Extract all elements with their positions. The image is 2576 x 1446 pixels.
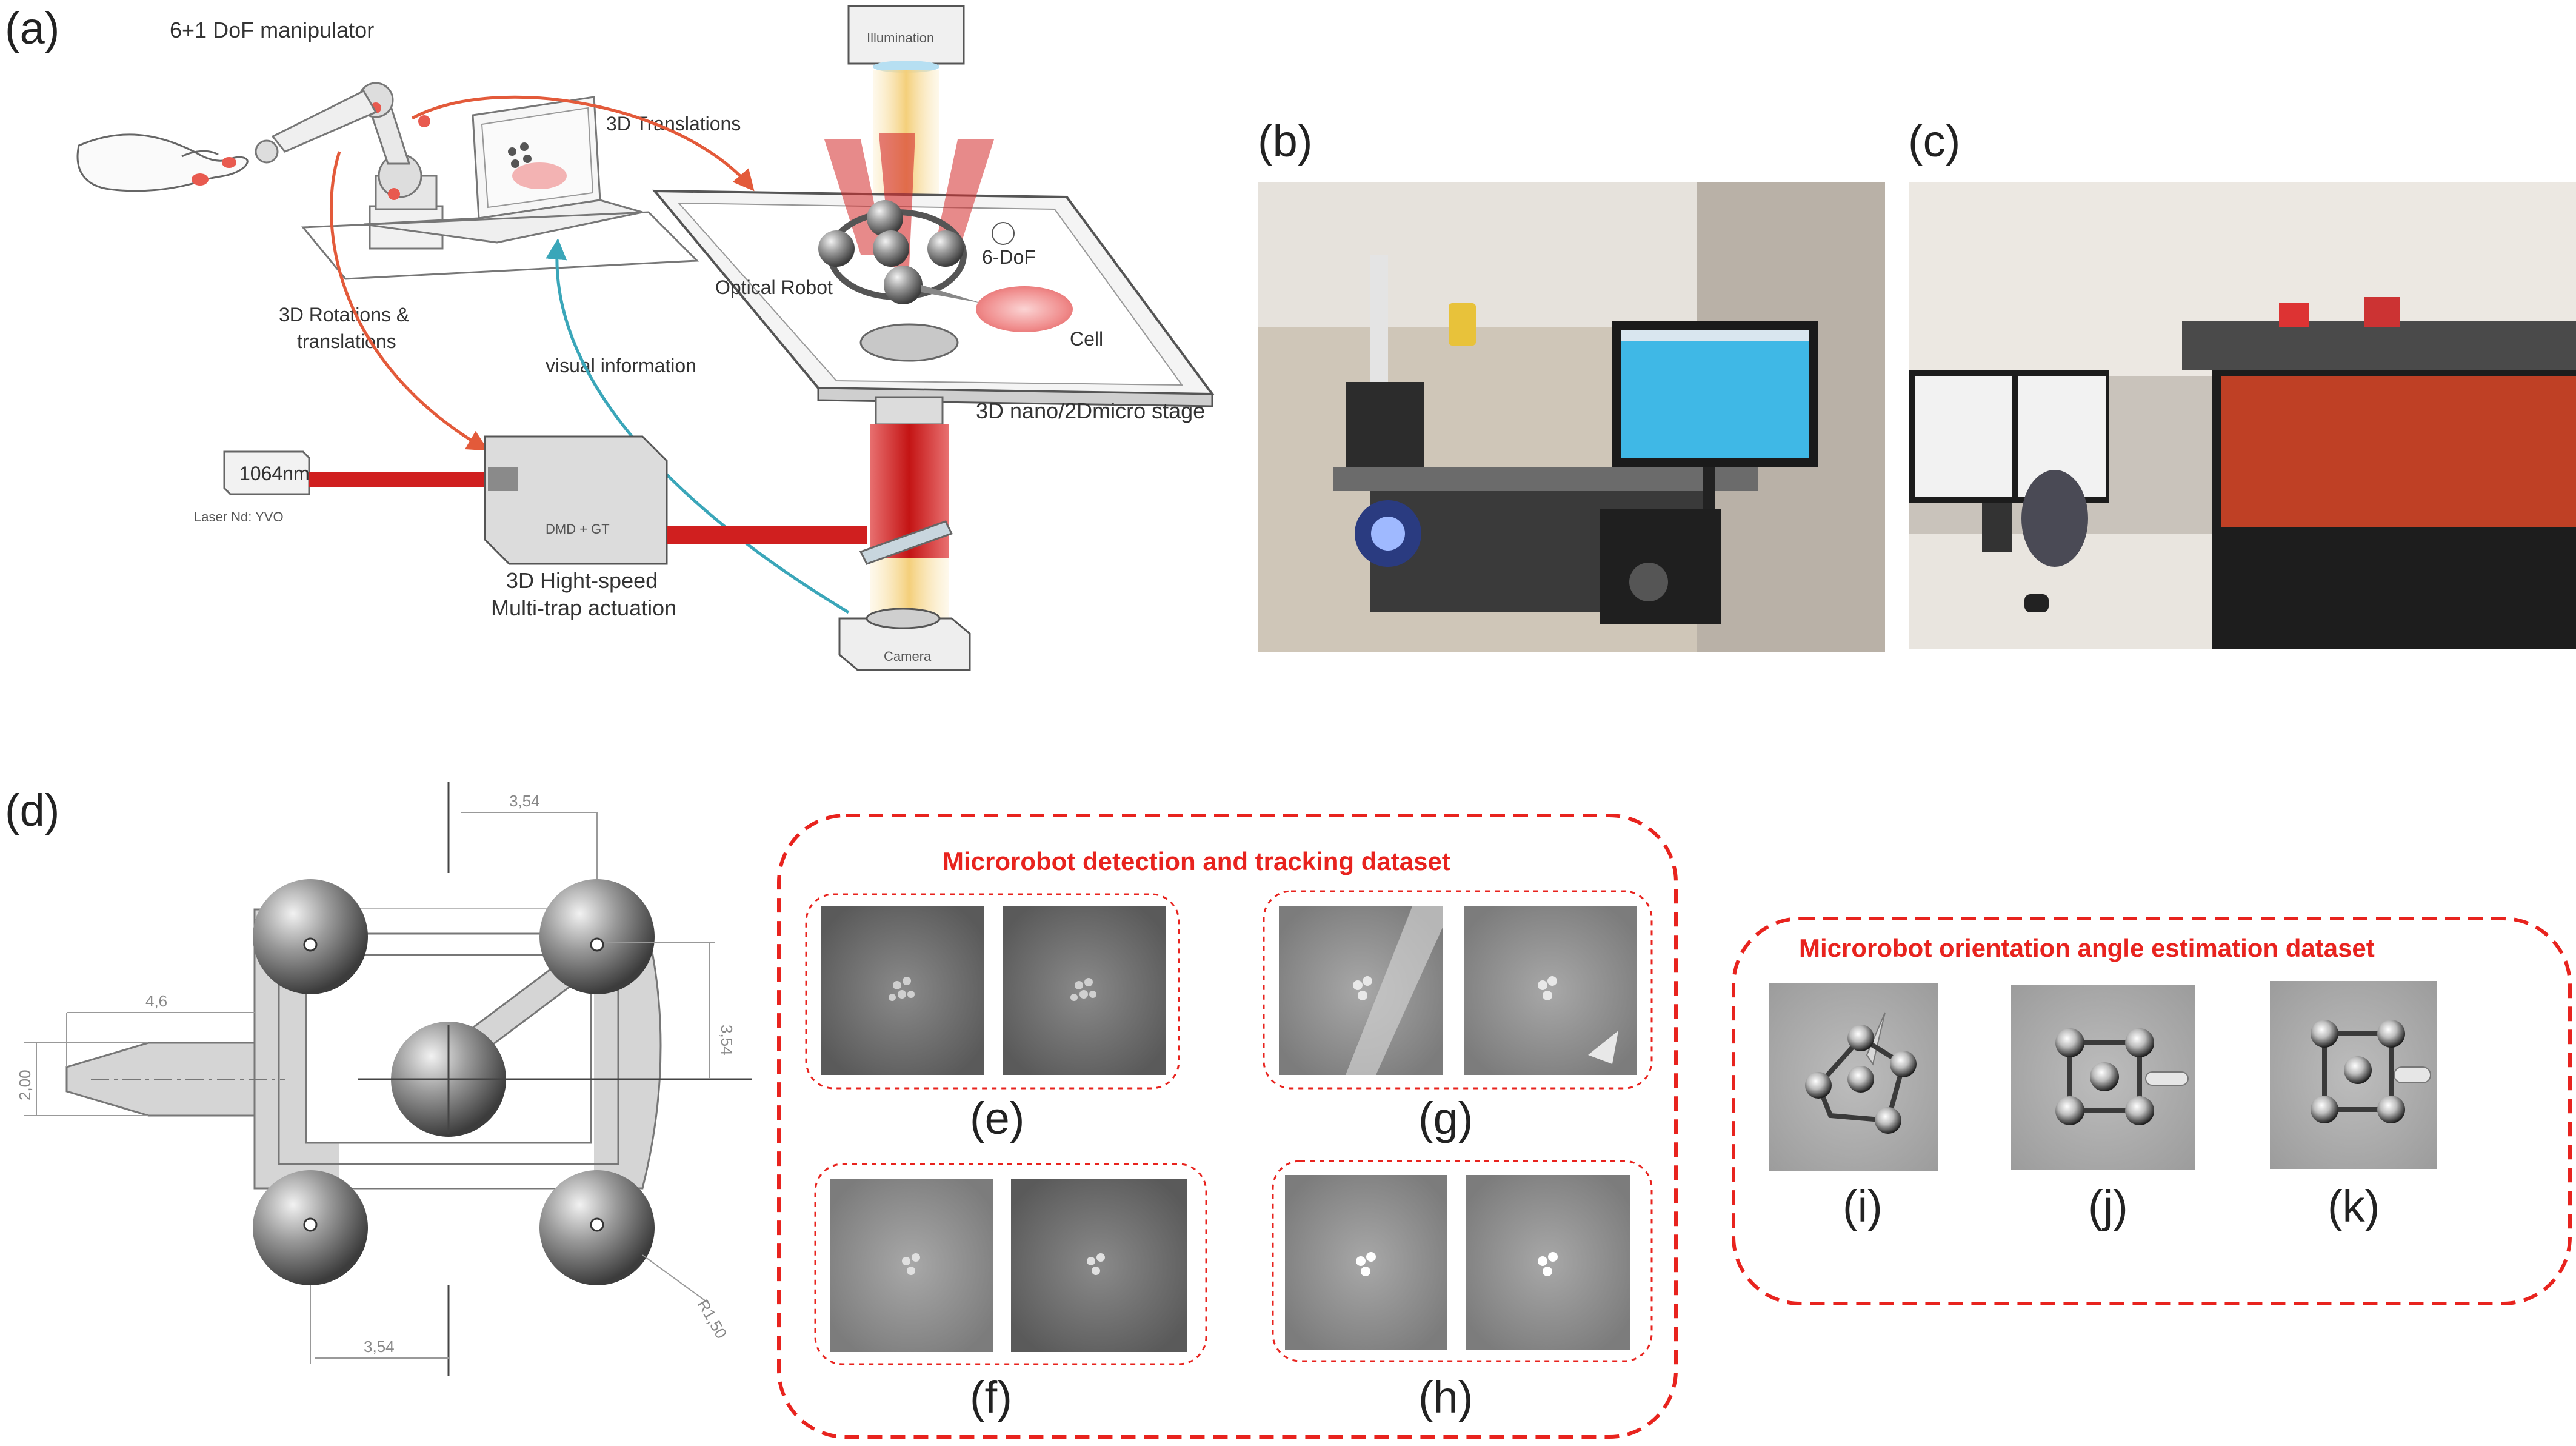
optical-robot-illustration — [818, 200, 982, 304]
panel-a-label: (a) — [5, 3, 59, 53]
image-f-right — [1011, 1179, 1187, 1352]
dmd-box — [484, 435, 668, 565]
dichroic-mirror — [859, 520, 953, 565]
subpanel-k-label: (k) — [2327, 1181, 2380, 1231]
illumination-box — [847, 5, 965, 65]
illumination-label: Illumination — [867, 30, 934, 45]
subpanel-i-label: (i) — [1843, 1181, 1883, 1231]
dim-top: 3,54 — [509, 792, 540, 810]
dim-bottom: 3,54 — [364, 1337, 395, 1356]
laser-source — [223, 450, 310, 495]
subpanel-h-frame — [1272, 1160, 1653, 1362]
laser-box-label: 1064nm — [239, 463, 310, 484]
panel-b: (b) — [1258, 116, 1885, 652]
cad-drawing — [24, 782, 752, 1376]
cell-illustration — [976, 286, 1073, 332]
subpanel-f-label: (f) — [970, 1372, 1012, 1422]
panel-b-label: (b) — [1258, 116, 1312, 166]
detection-dataset-group: Microrobot detection and tracking datase… — [777, 814, 1678, 1439]
subpanel-e-frame — [805, 893, 1180, 1090]
panel-d-label: (d) — [5, 785, 59, 835]
robot-arm-illustration — [255, 82, 444, 250]
cell-label: Cell — [1070, 328, 1103, 350]
subpanel-h-label: (h) — [1418, 1372, 1473, 1422]
dim-radius: R1,50 — [694, 1296, 731, 1342]
panel-c: (c) — [1908, 116, 2576, 649]
image-h-left — [1285, 1175, 1447, 1350]
laser-beam-horizontal-1 — [309, 472, 491, 487]
panel-c-label: (c) — [1908, 116, 1960, 166]
optical-robot-label: Optical Robot — [715, 276, 833, 298]
camera-label: Camera — [884, 649, 932, 664]
stage-label: 3D nano/2Dmicro stage — [976, 398, 1205, 423]
translation-arrow — [411, 95, 755, 192]
lab-photo-microscope — [1258, 182, 1885, 652]
subpanel-j-label: (j) — [2088, 1181, 2128, 1231]
dof-label: 6-DoF — [982, 246, 1036, 268]
actuation-label-line2: Multi-trap actuation — [491, 595, 676, 620]
orientation-dataset-group: Microrobot orientation angle estimation … — [1732, 917, 2572, 1305]
subpanel-f-frame — [814, 1163, 1207, 1365]
rotation-arrow — [330, 151, 489, 451]
rotations-label-line2: translations — [297, 330, 396, 352]
actuation-label-line1: 3D Hight-speed — [506, 568, 658, 593]
panel-a: (a) 6+1 DoF manipula — [5, 3, 1215, 671]
orientation-dataset-frame — [1732, 917, 2572, 1305]
rotations-label-line1: 3D Rotations & — [279, 304, 409, 326]
subpanel-g-frame — [1263, 890, 1653, 1090]
visual-info-label: visual information — [546, 355, 696, 377]
dmd-label: DMD + GT — [546, 521, 610, 537]
camera-box — [838, 617, 971, 671]
subpanel-g-label: (g) — [1418, 1093, 1473, 1143]
image-f-left — [830, 1179, 993, 1352]
sphere-top-left — [253, 879, 368, 994]
dim-tip-height: 2,00 — [16, 1069, 34, 1100]
panel-d: (d) — [5, 782, 752, 1376]
lab-photo-workstation — [1909, 182, 2576, 649]
laptop-illustration — [363, 96, 643, 244]
dim-tip-length: 4,6 — [145, 992, 167, 1010]
orientation-dataset-title: Microrobot orientation angle estimation … — [1799, 934, 2375, 962]
laser-beam-horizontal-2 — [667, 526, 867, 544]
detection-dataset-frame — [777, 814, 1678, 1439]
detection-dataset-title: Microrobot detection and tracking datase… — [943, 847, 1450, 875]
image-h-right — [1466, 1175, 1630, 1350]
subpanel-e-label: (e) — [970, 1093, 1024, 1143]
manipulator-label: 6+1 DoF manipulator — [170, 18, 374, 42]
dim-right: 3,54 — [718, 1025, 736, 1056]
sphere-top-right — [539, 879, 655, 994]
laser-caption: Laser Nd: YVO — [194, 509, 284, 524]
